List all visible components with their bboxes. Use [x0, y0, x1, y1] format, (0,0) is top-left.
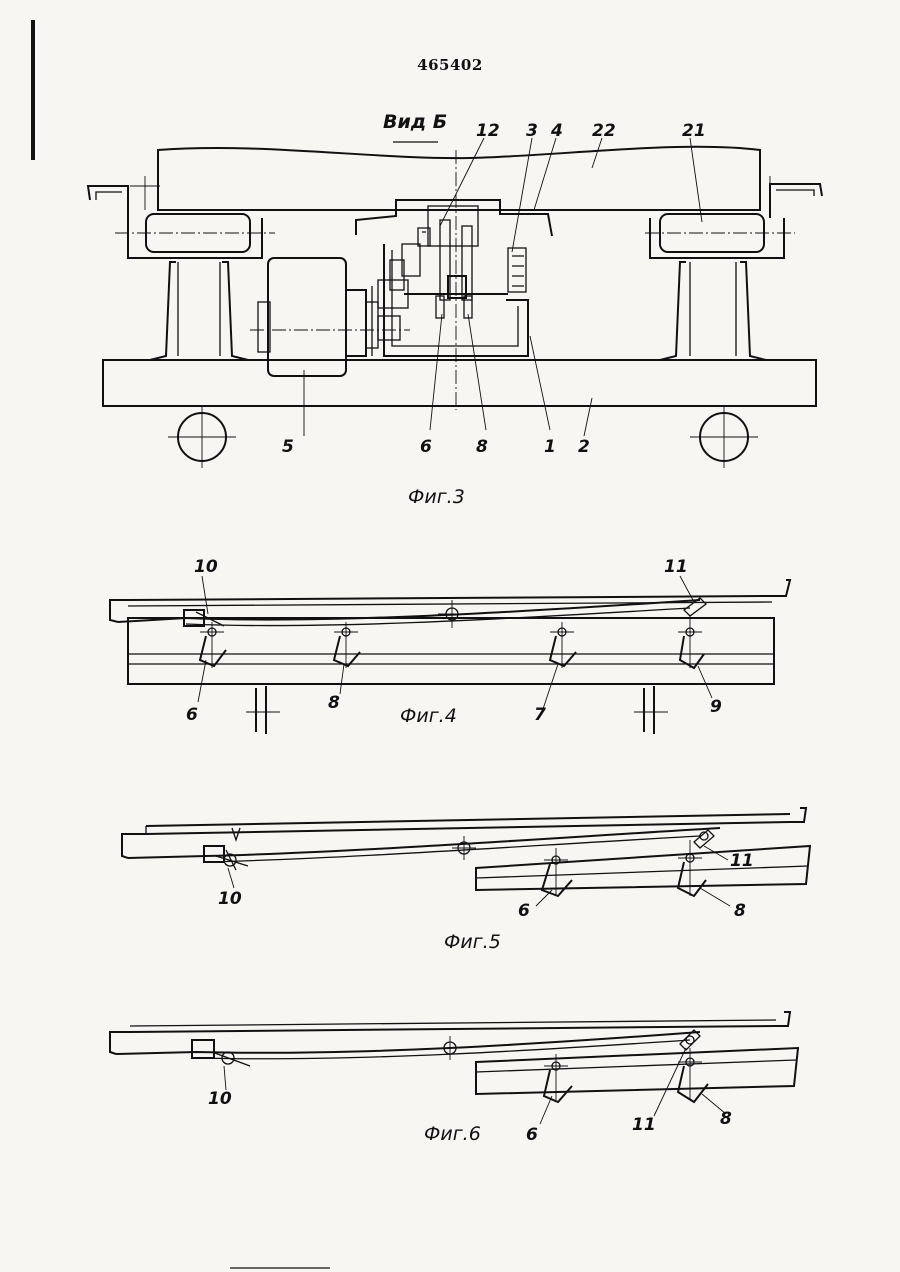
label-7: 7	[534, 705, 546, 725]
label-8: 8	[720, 1109, 732, 1129]
right-hook	[772, 580, 790, 596]
label-1: 1	[544, 437, 556, 457]
label-8: 8	[734, 901, 746, 921]
left-post-a	[150, 262, 176, 360]
label-10: 10	[208, 1089, 232, 1109]
label-6: 6	[420, 437, 432, 457]
figure-5: 11 10 6 8 Фиг.5	[122, 808, 810, 953]
caption-fig3: Фиг.3	[408, 486, 465, 508]
left-post-b	[222, 262, 248, 360]
label-6: 6	[518, 901, 530, 921]
left-hook	[122, 834, 146, 858]
right-hook-guide	[770, 184, 822, 218]
label-6: 6	[526, 1125, 538, 1145]
label-8: 8	[476, 437, 488, 457]
right-post-b	[740, 262, 766, 360]
label-8: 8	[328, 693, 340, 713]
stop-10	[204, 846, 224, 862]
wheel-pair-right	[634, 686, 668, 734]
stop-10	[192, 1040, 214, 1058]
right-hook	[790, 808, 806, 822]
right-hook	[776, 1012, 790, 1026]
caption-fig6: Фиг.6	[424, 1123, 481, 1145]
label-21: 21	[682, 121, 706, 141]
figure-3: Вид Б	[88, 111, 822, 508]
label-10: 10	[194, 557, 218, 577]
figure-4: 10 11 6 8 7 9 Фиг.4	[110, 557, 790, 734]
caption-fig4: Фиг.4	[400, 705, 457, 727]
lower-rail	[476, 1048, 798, 1094]
cam-6	[200, 622, 226, 668]
label-5: 5	[282, 437, 294, 457]
label-6: 6	[186, 705, 198, 725]
base-frame	[103, 360, 816, 406]
wheel-pair-left	[246, 686, 280, 734]
label-11: 11	[632, 1115, 656, 1135]
coupling	[346, 290, 366, 356]
left-hook	[110, 600, 128, 622]
label-3: 3	[526, 121, 538, 141]
left-hook	[110, 1032, 130, 1054]
caption-fig5: Фиг.5	[444, 931, 501, 953]
label-11: 11	[730, 851, 754, 871]
label-4: 4	[550, 121, 563, 141]
cam-6	[544, 1054, 572, 1102]
motor	[268, 258, 346, 376]
cam-7	[550, 622, 576, 668]
track-rail-top	[128, 596, 772, 600]
track-rail-top	[130, 1026, 776, 1032]
right-post-a	[660, 262, 686, 360]
label-9: 9	[710, 697, 722, 717]
label-10: 10	[218, 889, 242, 909]
label-22: 22	[592, 121, 616, 141]
label-11: 11	[664, 557, 688, 577]
cam-9	[678, 616, 704, 668]
tilting-beam	[116, 1032, 700, 1054]
figure-6: 10 6 11 8 Фиг.6	[110, 1012, 798, 1145]
left-hook-guide	[88, 186, 128, 218]
label-12: 12	[476, 121, 500, 141]
cam-8	[678, 840, 706, 896]
stop-11	[694, 830, 714, 848]
view-label: Вид Б	[383, 111, 447, 133]
label-2: 2	[578, 437, 590, 457]
cam-8	[334, 622, 360, 668]
